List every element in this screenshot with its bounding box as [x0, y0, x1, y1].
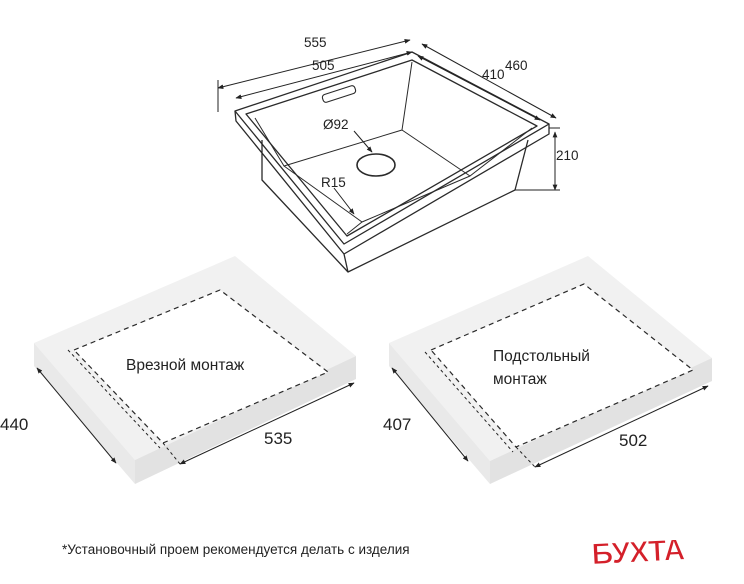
dim-undermount-width: 502: [619, 431, 647, 450]
brand-logo: БУХТА: [590, 533, 686, 572]
dim-radius: R15: [321, 175, 346, 190]
dim-inner-width: 505: [312, 58, 335, 73]
svg-text:БУХТА: БУХТА: [591, 534, 686, 572]
dim-height: 210: [556, 148, 579, 163]
sink-dimension-lines: [217, 38, 560, 215]
footnote: *Установочный проем рекомендуется делать…: [62, 542, 410, 557]
dim-undermount-depth: 407: [383, 415, 411, 434]
dim-inset-depth: 440: [0, 415, 28, 434]
drain-hole: [356, 153, 396, 177]
dim-inner-depth: 410: [482, 67, 505, 82]
inset-mount-dims: [36, 349, 355, 465]
undermount-title-line2: монтаж: [493, 371, 547, 388]
dim-outer-width: 555: [304, 35, 327, 50]
inset-mount-title: Врезной монтаж: [126, 357, 245, 374]
undermount-title-line1: Подстольный: [493, 348, 590, 365]
undermount-slab: [389, 256, 712, 484]
cutout: [430, 283, 695, 448]
dim-drain: Ø92: [323, 117, 349, 132]
undermount-dims: [391, 351, 709, 468]
cutout: [72, 289, 330, 444]
dim-outer-depth: 460: [505, 58, 528, 73]
sink-drawing: [234, 51, 550, 273]
dim-inset-width: 535: [264, 429, 292, 448]
